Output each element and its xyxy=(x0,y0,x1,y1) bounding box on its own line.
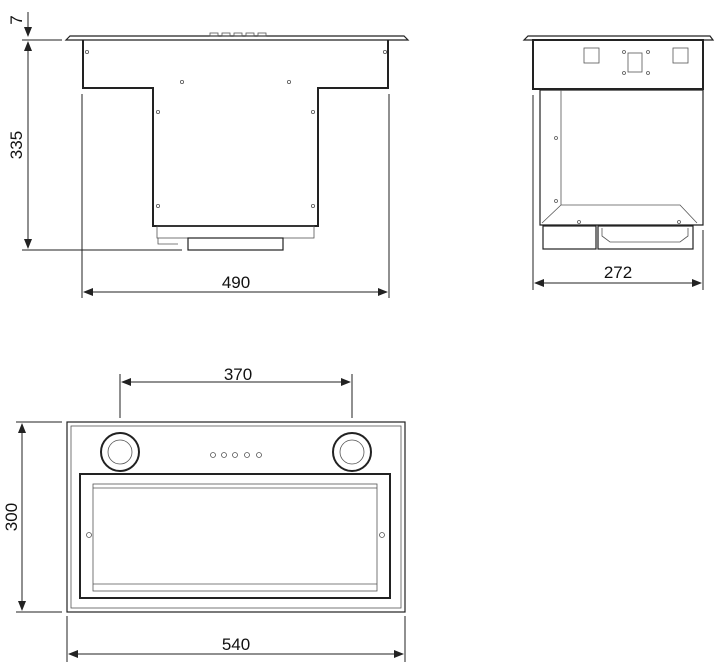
side-upper-box xyxy=(532,39,704,90)
duct-outlet-right xyxy=(332,432,372,472)
dim-label-height: 335 xyxy=(7,131,26,159)
bottom-outer-frame xyxy=(66,421,406,613)
side-filter-right xyxy=(597,225,694,250)
front-body-outline xyxy=(82,40,389,227)
grease-filter-frame xyxy=(79,473,391,599)
control-buttons xyxy=(209,32,267,37)
grease-filter-panel xyxy=(92,483,378,592)
front-top-flange xyxy=(64,35,410,41)
dim-label-duct-spacing: 370 xyxy=(224,365,252,384)
side-view: 272 xyxy=(522,35,715,290)
side-filter-left xyxy=(542,225,597,250)
front-filter-frame xyxy=(156,225,315,239)
front-filter-bottom xyxy=(187,237,284,251)
dim-label-bottom-width: 540 xyxy=(222,635,250,654)
side-body xyxy=(539,89,704,226)
control-buttons-bottom xyxy=(210,452,262,458)
dim-label-top-thickness: 7 xyxy=(7,15,26,24)
bottom-view: 370 300 540 xyxy=(2,365,406,662)
dim-label-side-depth: 272 xyxy=(604,263,632,282)
dim-label-front-width: 490 xyxy=(222,273,250,292)
dim-label-bottom-depth: 300 xyxy=(2,503,21,531)
duct-outlet-left xyxy=(100,432,140,472)
front-view: 7 335 490 xyxy=(7,12,410,298)
